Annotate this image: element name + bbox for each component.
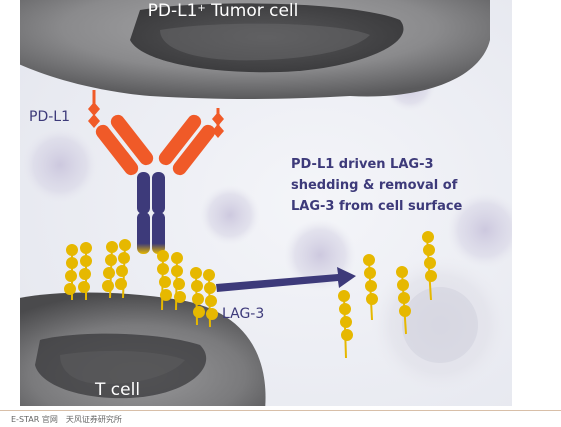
annotation: PD-L1 driven LAG-3 shedding & removal of… bbox=[291, 157, 463, 214]
pdl1-label: PD-L1 bbox=[29, 109, 70, 125]
footer-divider bbox=[0, 410, 561, 411]
annotation-line-2: shedding & removal of bbox=[291, 178, 458, 193]
t-cell bbox=[20, 292, 266, 406]
tumor-cell bbox=[20, 0, 490, 99]
tumor-cell-label: PD-L1+ Tumor cell bbox=[148, 1, 299, 21]
illustration-svg: PD-L1+ Tumor cell PD-L1 LAG-3 T cell PD-… bbox=[20, 0, 512, 406]
lag3-shed-molecules bbox=[338, 231, 437, 359]
annotation-line-1: PD-L1 driven LAG-3 bbox=[291, 157, 434, 172]
pdl1-molecules bbox=[88, 90, 224, 138]
lag3-label: LAG-3 bbox=[222, 306, 264, 322]
lag3-membrane-molecules bbox=[64, 239, 218, 328]
shedding-arrow bbox=[216, 267, 356, 292]
antibody bbox=[95, 114, 216, 254]
annotation-line-3: LAG-3 from cell surface bbox=[291, 199, 463, 214]
tcell-label: T cell bbox=[94, 380, 140, 400]
source-caption: E-STAR 官网 天风证券研究所 bbox=[11, 415, 122, 424]
mechanism-illustration: PD-L1+ Tumor cell PD-L1 LAG-3 T cell PD-… bbox=[20, 0, 512, 406]
